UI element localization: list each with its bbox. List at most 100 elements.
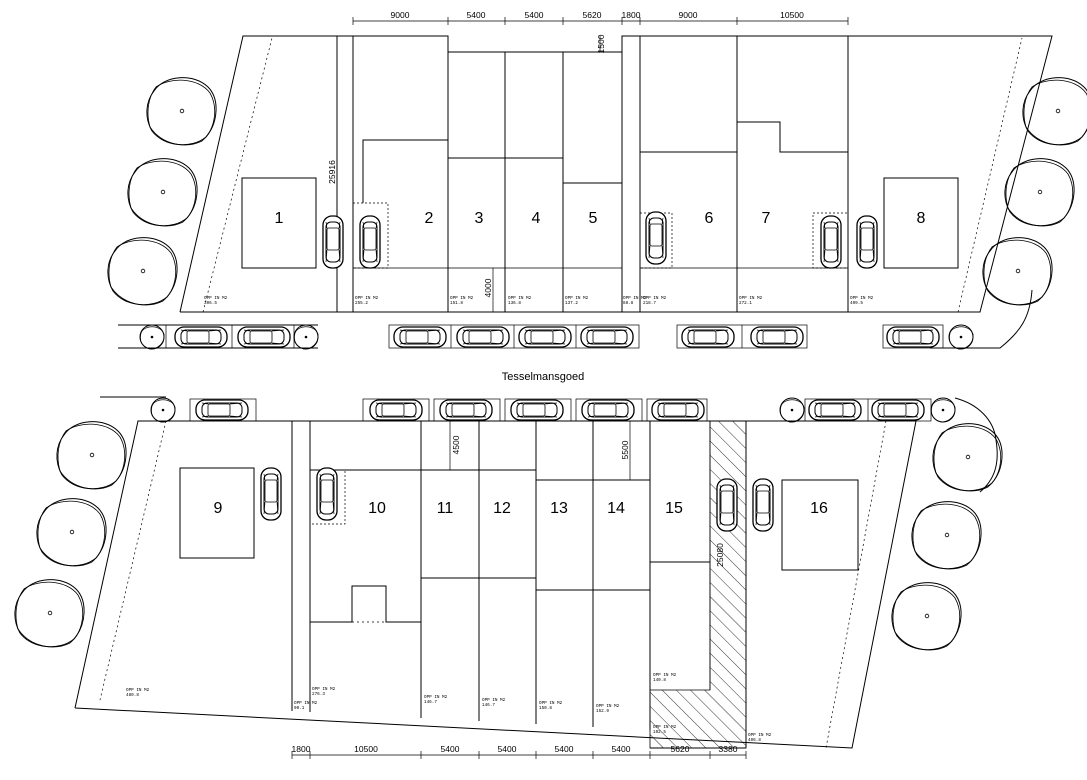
plot-label-10: 10 bbox=[368, 500, 386, 517]
area-value-5: 137.2 bbox=[565, 301, 578, 306]
car-icon bbox=[260, 467, 282, 521]
dim-bottom-7: 5620 bbox=[671, 744, 690, 754]
top-dimension-line: 9000 5400 5400 5620 1800 9000 10500 bbox=[352, 10, 849, 25]
area-caption: OPP IN M2 bbox=[653, 673, 677, 678]
dim-bottom-3: 5400 bbox=[441, 744, 460, 754]
dim-setback-bottom-1: 4500 bbox=[451, 435, 461, 454]
car-icon bbox=[237, 326, 291, 348]
tree-icon bbox=[293, 324, 319, 350]
dim-bottom-1: 1800 bbox=[292, 744, 311, 754]
plot-label-12: 12 bbox=[493, 500, 511, 517]
car-icon bbox=[752, 478, 774, 532]
plot-label-7: 7 bbox=[762, 210, 771, 227]
plot-label-13: 13 bbox=[550, 500, 568, 517]
dim-setback-bottom-2: 5500 bbox=[620, 440, 630, 459]
area-value-13: 150.8 bbox=[539, 706, 552, 711]
plot-label-5: 5 bbox=[589, 210, 598, 227]
tree-icon bbox=[139, 324, 165, 350]
plot-label-8: 8 bbox=[917, 210, 926, 227]
area-caption: OPP IN M2 bbox=[653, 725, 677, 730]
area-value-14: 152.9 bbox=[596, 709, 609, 714]
tree-icon bbox=[911, 501, 982, 570]
dim-top-2: 5400 bbox=[467, 10, 486, 20]
tree-icon bbox=[36, 498, 107, 567]
tree-icon bbox=[150, 397, 176, 423]
area-value-extra-bottom-1: 90.1 bbox=[294, 706, 305, 711]
plot-label-4: 4 bbox=[532, 210, 541, 227]
car-icon bbox=[195, 399, 249, 421]
plot-label-14: 14 bbox=[607, 500, 625, 517]
dim-depth-bottom: 25080 bbox=[715, 543, 725, 567]
area-caption: OPP IN M2 bbox=[294, 701, 318, 706]
area-value-4: 136.8 bbox=[508, 301, 521, 306]
area-value-2: 255.2 bbox=[355, 301, 368, 306]
car-icon bbox=[510, 399, 564, 421]
area-caption: OPP IN M2 bbox=[748, 733, 772, 738]
tree-icon bbox=[56, 421, 127, 490]
bottom-trees bbox=[14, 397, 1003, 651]
plot-label-11: 11 bbox=[437, 500, 454, 517]
car-icon bbox=[716, 478, 738, 532]
area-value-11: 146.7 bbox=[424, 700, 437, 705]
street-name: Tesselmansgoed bbox=[502, 371, 585, 383]
area-caption: OPP IN M2 bbox=[424, 695, 448, 700]
area-value-15: 140.8 bbox=[653, 678, 666, 683]
tree-icon bbox=[779, 397, 805, 423]
car-icon bbox=[808, 399, 862, 421]
bottom-street-parking bbox=[189, 398, 932, 422]
dim-setback-top-2: 1500 bbox=[596, 34, 606, 53]
area-caption: OPP IN M2 bbox=[126, 688, 150, 693]
area-value-6: 218.7 bbox=[643, 301, 656, 306]
dim-top-4: 5620 bbox=[583, 10, 602, 20]
area-caption: OPP IN M2 bbox=[204, 296, 228, 301]
area-caption: OPP IN M2 bbox=[739, 296, 763, 301]
car-icon bbox=[856, 215, 878, 269]
tree-icon bbox=[1004, 158, 1075, 227]
area-value-extra-top: 88.8 bbox=[623, 301, 634, 306]
dim-top-6: 9000 bbox=[679, 10, 698, 20]
dim-bottom-5: 5400 bbox=[555, 744, 574, 754]
plot-label-2: 2 bbox=[425, 210, 434, 227]
tree-icon bbox=[146, 77, 217, 146]
top-street-parking bbox=[165, 324, 944, 349]
car-icon bbox=[581, 399, 635, 421]
plot-label-3: 3 bbox=[475, 210, 484, 227]
dim-top-7: 10500 bbox=[780, 10, 804, 20]
area-caption: OPP IN M2 bbox=[643, 296, 667, 301]
car-icon bbox=[580, 326, 634, 348]
tree-icon bbox=[14, 579, 85, 648]
dim-bottom-2: 10500 bbox=[354, 744, 378, 754]
plot-label-1: 1 bbox=[275, 210, 284, 227]
plot-label-16: 16 bbox=[810, 500, 828, 517]
area-caption: OPP IN M2 bbox=[623, 296, 647, 301]
tree-icon bbox=[891, 582, 962, 651]
bottom-driveway-cars bbox=[260, 467, 774, 532]
car-icon bbox=[750, 326, 804, 348]
bottom-block bbox=[74, 396, 998, 749]
area-caption: OPP IN M2 bbox=[565, 296, 589, 301]
car-icon bbox=[681, 326, 735, 348]
area-caption: OPP IN M2 bbox=[312, 687, 336, 692]
area-value-1: 306.5 bbox=[204, 301, 217, 306]
area-value-12: 146.7 bbox=[482, 703, 495, 708]
tree-icon bbox=[930, 397, 956, 423]
dim-bottom-8: 3380 bbox=[719, 744, 738, 754]
area-caption: OPP IN M2 bbox=[596, 704, 620, 709]
car-icon bbox=[820, 215, 842, 269]
dim-top-5: 1800 bbox=[622, 10, 641, 20]
plot-label-6: 6 bbox=[705, 210, 714, 227]
tree-icon bbox=[948, 324, 974, 350]
car-icon bbox=[359, 215, 381, 269]
area-value-extra-bottom-2: 102.5 bbox=[653, 730, 666, 735]
plot-label-15: 15 bbox=[665, 500, 683, 517]
car-icon bbox=[393, 326, 447, 348]
area-caption: OPP IN M2 bbox=[482, 698, 506, 703]
dim-top-1: 9000 bbox=[391, 10, 410, 20]
car-icon bbox=[886, 326, 940, 348]
area-value-7: 272.1 bbox=[739, 301, 752, 306]
car-icon bbox=[645, 211, 667, 265]
area-value-9: 480.8 bbox=[126, 693, 139, 698]
area-caption: OPP IN M2 bbox=[539, 701, 563, 706]
area-caption: OPP IN M2 bbox=[508, 296, 532, 301]
